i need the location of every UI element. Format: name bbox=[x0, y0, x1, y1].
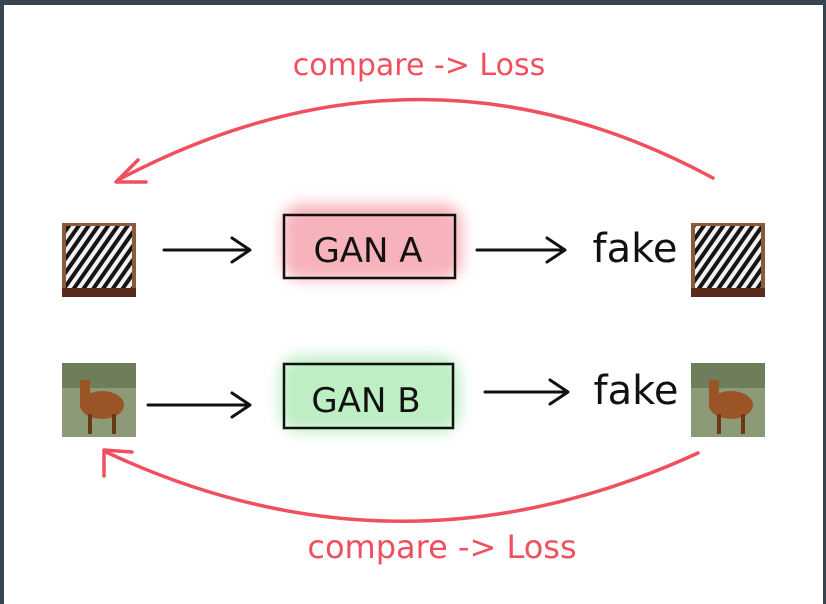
horse-input-image bbox=[62, 363, 136, 437]
fake-zebra-label: fake bbox=[593, 226, 678, 272]
arrow-gan-b-to-fake bbox=[483, 378, 570, 406]
bottom-loss-arc bbox=[104, 450, 700, 523]
gan-a-highlight bbox=[282, 204, 462, 280]
top-compare-loss-label: compare -> Loss bbox=[293, 48, 545, 83]
arrow-gan-a-to-fake bbox=[475, 236, 567, 264]
top-arc-arrowhead-icon bbox=[114, 158, 148, 184]
arrow-zebra-to-gan-a bbox=[162, 236, 252, 264]
gan-a-label: GAN A bbox=[313, 231, 422, 271]
fake-horse-image bbox=[691, 363, 765, 437]
gan-b-box bbox=[282, 362, 455, 430]
fake-zebra-image bbox=[691, 223, 765, 297]
fake-horse-label: fake bbox=[594, 368, 679, 414]
diagram-canvas: compare -> Loss GAN A fake GAN B fake bbox=[4, 5, 823, 604]
gan-b-highlight bbox=[280, 356, 460, 432]
top-loss-arc bbox=[116, 97, 715, 182]
gan-b-label: GAN B bbox=[311, 381, 420, 421]
bottom-compare-loss-label: compare -> Loss bbox=[307, 528, 576, 566]
bottom-arc-arrowhead-icon bbox=[102, 448, 134, 478]
gan-a-box bbox=[282, 213, 457, 280]
arrow-horse-to-gan-b bbox=[146, 391, 252, 419]
zebra-input-image bbox=[62, 223, 136, 297]
